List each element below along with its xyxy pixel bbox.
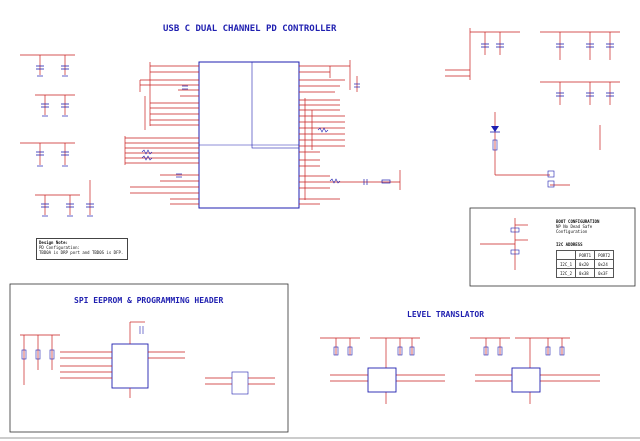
main-ic-left-pins xyxy=(125,65,199,205)
test-point-icon xyxy=(547,180,555,188)
top-right-power-nets xyxy=(445,28,620,105)
level-translator-nets xyxy=(320,337,600,404)
boot-config: BOOT CONFIGURATION NP No Dead Safe Confi… xyxy=(556,219,599,234)
table-row: PORT1 PORT2 xyxy=(555,250,615,260)
spi-section-frame xyxy=(9,283,289,433)
i2c-address-table: PORT1 PORT2 I2C_1 0x20 0x24 I2C_2 0x38 0… xyxy=(555,250,615,278)
main-title: USB C DUAL CHANNEL PD CONTROLLER xyxy=(163,24,337,34)
table-cell: 0x24 xyxy=(594,259,615,269)
table-cell: 0x38 xyxy=(575,268,596,278)
table-header: PORT1 xyxy=(575,250,596,260)
level-translator-title: LEVEL TRANSLATOR xyxy=(407,310,485,319)
table-cell: I2C_2 xyxy=(555,268,577,278)
table-row: I2C_1 0x20 0x24 xyxy=(555,259,615,269)
boot-config-line: Configuration xyxy=(556,229,588,234)
level-translator-ic-1 xyxy=(367,367,397,393)
spi-title: SPI EEPROM & PROGRAMMING HEADER xyxy=(74,296,224,305)
pd-controller-ic xyxy=(198,61,300,209)
pd-controller-subblock xyxy=(251,61,300,149)
main-ic-right-pins xyxy=(299,65,400,205)
table-row: I2C_2 0x38 0x3F xyxy=(555,268,615,278)
led-icon xyxy=(491,126,499,132)
left-power-nets xyxy=(20,54,91,215)
table-header xyxy=(555,250,577,260)
main-ic-capacitors xyxy=(176,83,391,185)
i2c-title-text: I2C ADDRESS xyxy=(556,242,583,247)
design-note-line: PD Configuration: xyxy=(39,245,80,250)
i2c-address-title: I2C ADDRESS xyxy=(556,242,583,247)
design-note-title: Design Note: xyxy=(39,240,68,245)
programming-header-icon xyxy=(231,371,249,395)
boot-config-line: NP No Dead Safe xyxy=(556,224,593,229)
left-decoupling-caps xyxy=(36,65,94,208)
table-cell: 0x3F xyxy=(594,268,615,278)
table-cell: I2C_1 xyxy=(555,259,577,269)
led-circuit xyxy=(494,112,601,186)
boot-config-title: BOOT CONFIGURATION xyxy=(556,219,600,224)
level-translator-ic-2 xyxy=(511,367,541,393)
design-note: Design Note: PD Configuration: TBD0A is … xyxy=(36,238,128,260)
table-cell: 0x20 xyxy=(575,259,596,269)
spi-eeprom-ic xyxy=(111,343,149,389)
boot-config-frame xyxy=(469,207,636,287)
spi-nets xyxy=(20,321,275,398)
table-header: PORT2 xyxy=(594,250,615,260)
design-note-line: TBD0A is DRP port and TBD0S is DFP. xyxy=(39,250,124,255)
